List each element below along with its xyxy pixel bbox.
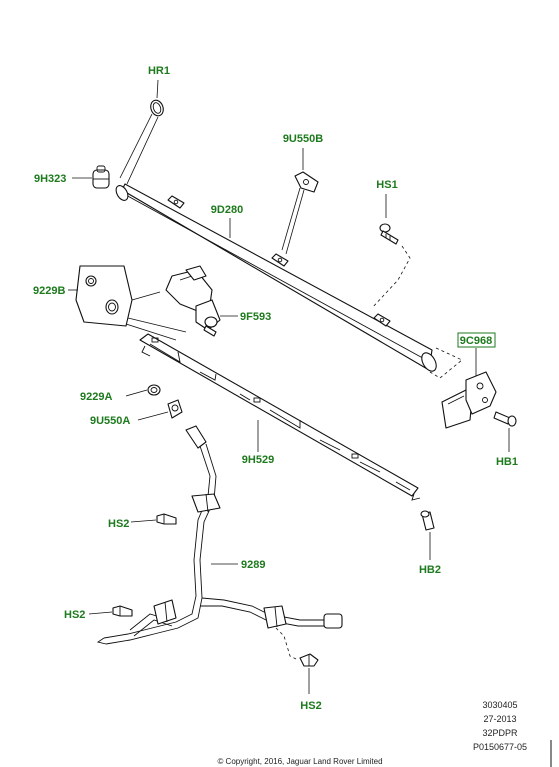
bolt-hs2-upper[interactable] [156, 513, 177, 525]
callout-9289[interactable]: 9289 [241, 559, 265, 571]
callout-hs2-upper[interactable]: HS2 [108, 518, 129, 530]
clip-9u550b[interactable] [294, 171, 319, 193]
bolt-hs1[interactable] [379, 223, 399, 245]
bolt-hs2-left[interactable] [112, 605, 133, 617]
seal-9229a[interactable] [147, 384, 161, 396]
callout-hs1[interactable]: HS1 [376, 179, 397, 191]
o-ring-hr1[interactable] [149, 98, 166, 117]
callout-hb1[interactable]: HB1 [496, 456, 518, 468]
heat-shield[interactable] [139, 333, 421, 501]
pipe-clamp-left[interactable] [153, 599, 177, 625]
callout-9u550b[interactable]: 9U550B [283, 133, 323, 145]
ref-line-4: P0150677-05 [473, 742, 527, 752]
callout-hs2-bottom[interactable]: HS2 [300, 700, 321, 712]
bolt-hs2-bottom[interactable] [299, 653, 319, 667]
pipe-clamp-right[interactable] [263, 605, 287, 629]
pipe-clamp-upper[interactable] [191, 493, 221, 513]
callout-9d280[interactable]: 9D280 [211, 204, 243, 216]
callout-hb2[interactable]: HB2 [419, 564, 441, 576]
callout-9229a[interactable]: 9229A [80, 391, 112, 403]
fuel-pressure-sensor[interactable] [441, 371, 497, 429]
fuel-feed-pipe[interactable] [96, 425, 343, 645]
ref-line-1: 3030405 [482, 700, 517, 710]
ref-line-2: 27-2013 [483, 714, 516, 724]
copyright-notice: © Copyright, 2016, Jaguar Land Rover Lim… [217, 757, 382, 766]
rail-end-plug[interactable] [92, 165, 110, 189]
callout-hs2-left[interactable]: HS2 [64, 609, 85, 621]
highlight-box [457, 332, 496, 348]
callout-hr1[interactable]: HR1 [148, 65, 170, 77]
bolt-hb1[interactable] [493, 411, 517, 427]
callout-9229b[interactable]: 9229B [33, 285, 65, 297]
fuel-rail[interactable] [114, 183, 440, 374]
clip-9u550a[interactable] [167, 399, 183, 419]
callout-9c968[interactable]: 9C968 [460, 335, 492, 347]
callout-9u550a[interactable]: 9U550A [90, 415, 130, 427]
callout-9f593[interactable]: 9F593 [240, 311, 271, 323]
ref-line-3: 32PDPR [482, 728, 518, 738]
callout-9h323[interactable]: 9H323 [34, 173, 66, 185]
callout-9h529[interactable]: 9H529 [242, 454, 274, 466]
bolt-hb2[interactable] [420, 510, 435, 531]
injector-seal-kit[interactable] [75, 265, 133, 327]
fuel-injector[interactable] [165, 265, 221, 337]
